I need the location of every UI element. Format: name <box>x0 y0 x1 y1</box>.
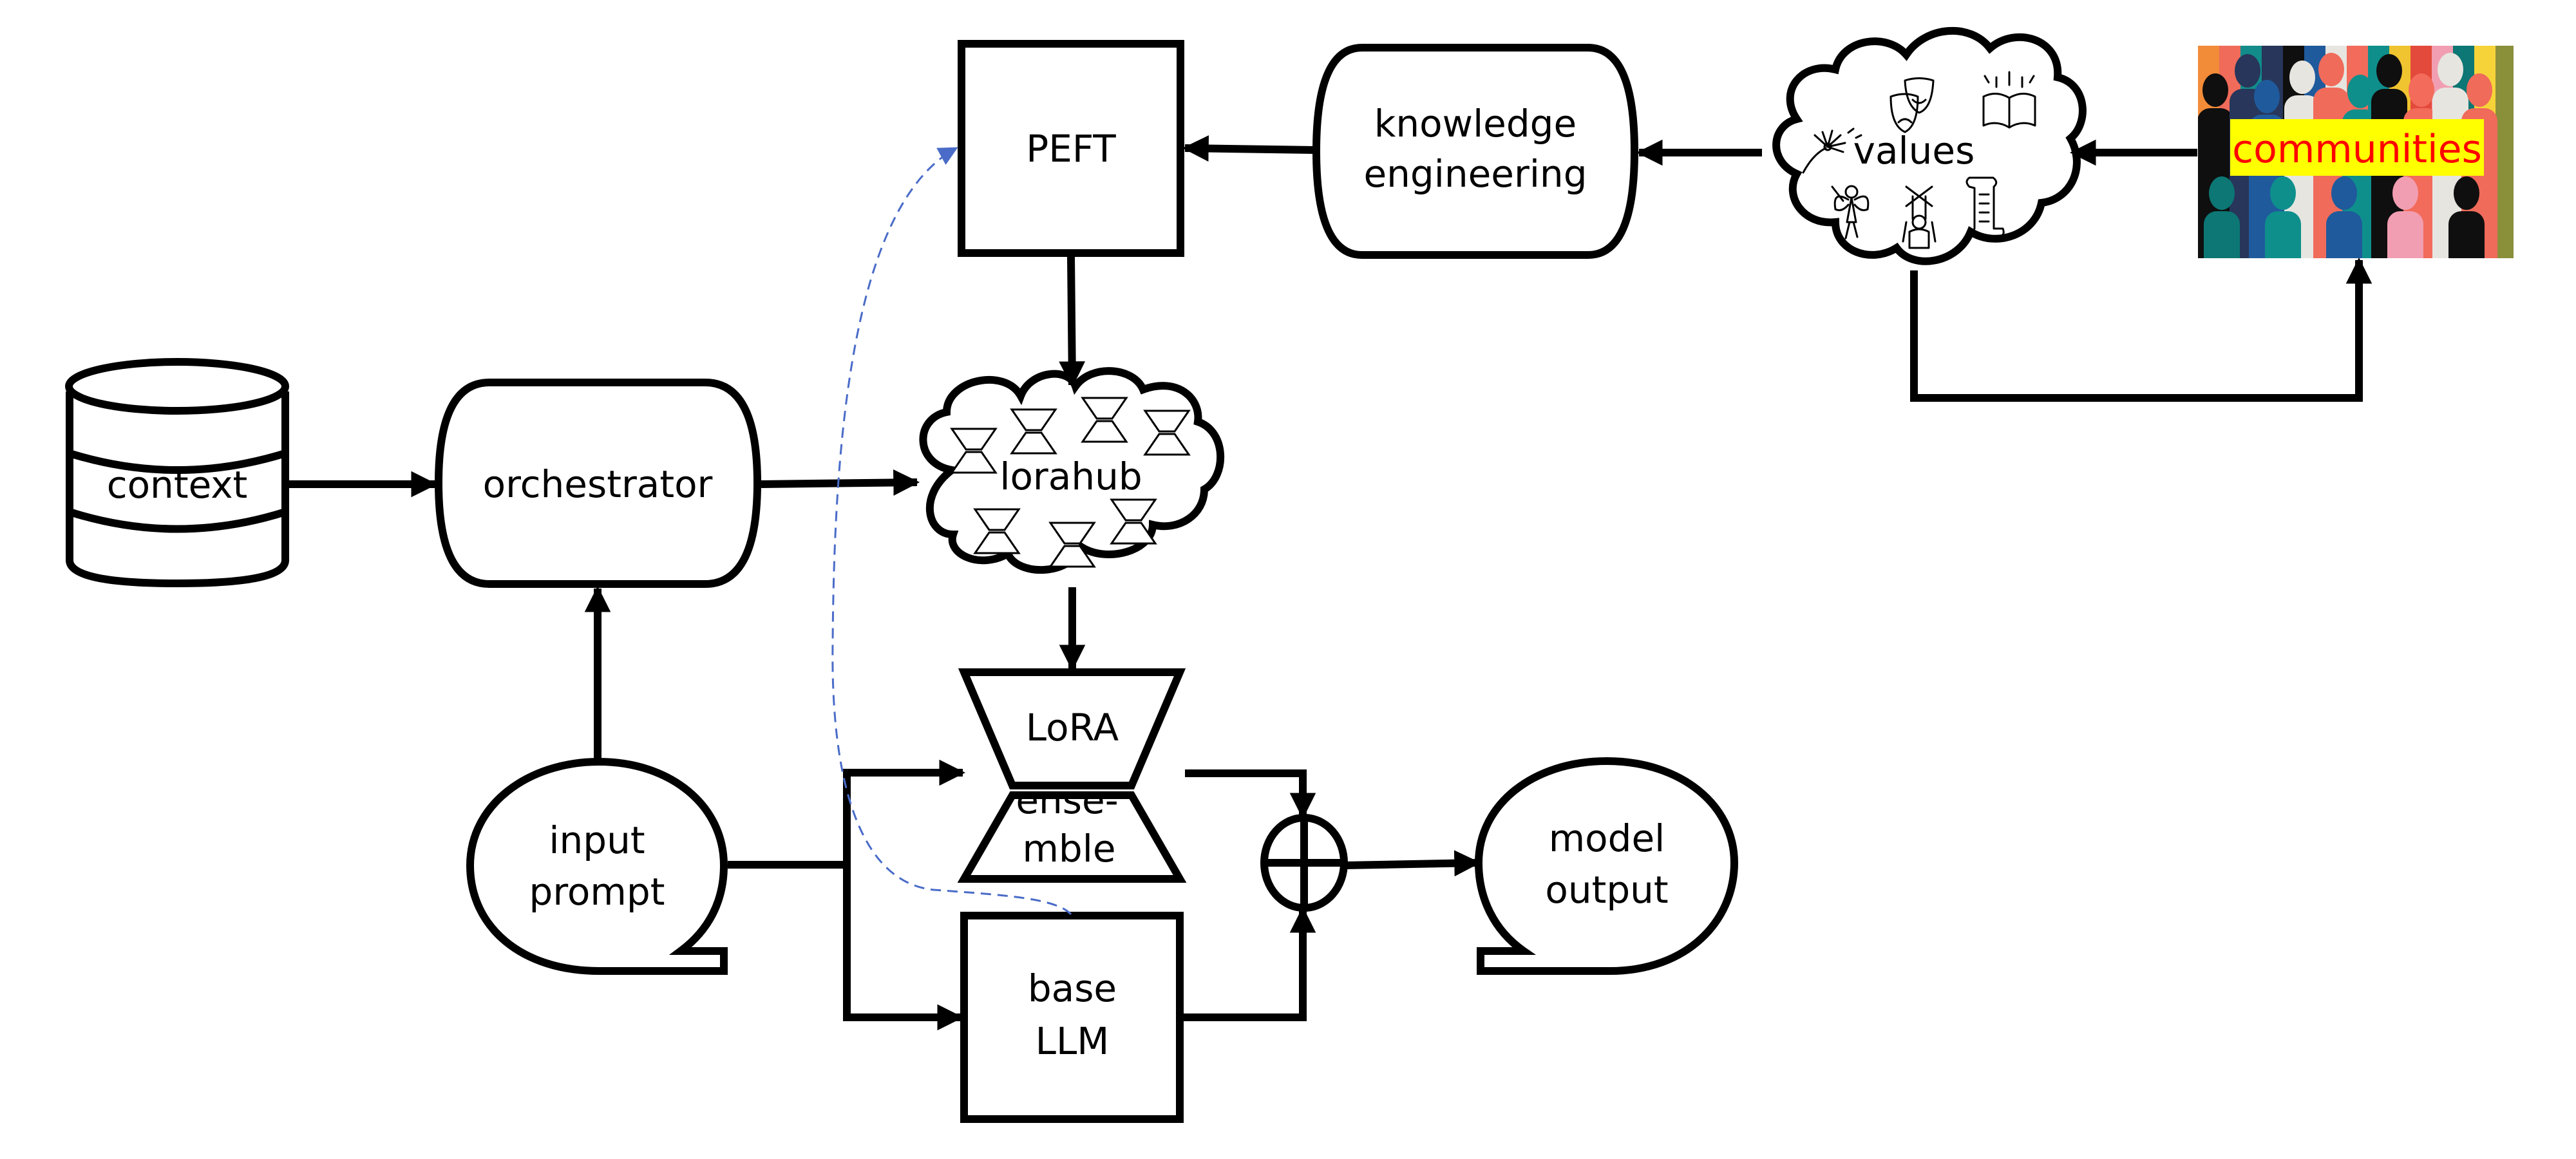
person-head <box>2438 53 2463 86</box>
edge-base-llm-to-peft-dashed[interactable] <box>831 147 1072 916</box>
communities-node[interactable]: communities <box>2197 46 2517 469</box>
edge-base-llm-to-sum[interactable] <box>1184 906 1316 1021</box>
orchestrator-node[interactable]: orchestrator <box>434 379 762 588</box>
person-head <box>2209 176 2235 210</box>
lora-adapter-icon <box>973 508 1021 554</box>
fairy-icon <box>1831 185 1870 240</box>
values-label: values <box>1853 129 1975 173</box>
scroll-icon <box>1965 176 2005 238</box>
peft-label: PEFT <box>1026 127 1116 171</box>
lora-adapter-icon <box>950 428 998 474</box>
edge-input-to-lora[interactable] <box>843 759 966 1017</box>
context-database[interactable]: context <box>65 358 289 588</box>
peft-box <box>958 40 1184 257</box>
person-head <box>2409 73 2434 107</box>
edges <box>289 135 2372 1031</box>
person-head <box>2254 80 2280 113</box>
lora-ensemble-label-line2: ense- <box>1016 778 1118 822</box>
lorahub-label: lorahub <box>999 455 1142 498</box>
lora-top-trapezoid <box>958 668 1186 789</box>
puppet-icon <box>1902 185 1937 249</box>
person-body <box>2448 211 2485 258</box>
communities-label: communities <box>2232 127 2482 172</box>
knowledge-engineering-label-line2: engineering <box>1363 152 1587 196</box>
person-head <box>2347 75 2373 108</box>
model-output-node[interactable]: model output <box>1474 757 1739 975</box>
lora-adapter-icon <box>1143 410 1191 456</box>
model-output-bubble <box>1474 757 1739 975</box>
lora-adapter-icon <box>1081 397 1128 443</box>
person-head <box>2289 61 2315 94</box>
lora-ensemble-label-line1: LoRA <box>1026 706 1119 749</box>
lora-ensemble-label-line3: mble <box>1022 827 1115 871</box>
context-label: context <box>107 463 248 507</box>
lorahub-node[interactable]: lorahub <box>919 367 1225 574</box>
people-stripe <box>2496 46 2514 258</box>
values-node[interactable]: values <box>1772 26 2087 265</box>
context-cylinder-band-2 <box>68 508 287 533</box>
context-cylinder-body <box>66 391 289 588</box>
lora-ensemble-node[interactable]: LoRA ense- mble <box>957 668 1187 883</box>
base-llm-box <box>960 912 1184 1123</box>
person-head <box>2331 176 2357 210</box>
base-llm-label-line1: base <box>1028 966 1117 1010</box>
edge-sum-to-output[interactable] <box>1344 850 1481 877</box>
edge-knowledge-to-peft[interactable] <box>1182 135 1314 162</box>
input-prompt-label-line2: prompt <box>529 870 665 914</box>
person-head <box>2235 54 2260 88</box>
theater-masks-icon <box>1889 77 1935 133</box>
knowledge-engineering-shape <box>1312 44 1639 259</box>
edge-values-to-communities[interactable] <box>1910 257 2372 402</box>
peft-node[interactable]: PEFT <box>958 40 1184 257</box>
model-output-label-line2: output <box>1545 868 1668 912</box>
knowledge-engineering-label-line1: knowledge <box>1374 102 1577 146</box>
edge-lora-to-sum[interactable] <box>1185 769 1316 820</box>
person-head <box>2454 176 2479 210</box>
context-cylinder-band-1 <box>68 449 287 474</box>
person-head <box>2392 176 2418 210</box>
base-llm-label-line2: LLM <box>1036 1019 1110 1063</box>
person-head <box>2376 54 2402 88</box>
lora-adapter-icon <box>1010 408 1057 455</box>
communities-people-image <box>2198 46 2514 258</box>
input-prompt-label-line1: input <box>549 818 645 862</box>
input-prompt-node[interactable]: input prompt <box>466 757 728 975</box>
dandelion-icon <box>1802 127 1862 174</box>
base-llm-node[interactable]: base LLM <box>960 912 1184 1123</box>
sum-node[interactable] <box>1260 814 1348 912</box>
open-book-icon <box>1982 71 2036 129</box>
orchestrator-label: orchestrator <box>483 462 713 506</box>
communities-label-bg <box>2230 119 2484 176</box>
person-head <box>2202 73 2228 107</box>
person-body <box>2204 211 2240 258</box>
sum-plus-icon <box>1264 818 1344 908</box>
context-cylinder-top <box>65 358 289 415</box>
edge-peft-to-lorahub[interactable] <box>1059 256 1086 388</box>
lora-adapter-icon <box>1048 522 1096 568</box>
orchestrator-shape <box>434 379 762 588</box>
person-head <box>2467 73 2492 107</box>
knowledge-engineering-node[interactable]: knowledge engineering <box>1312 44 1639 259</box>
person-body <box>2326 211 2362 258</box>
model-output-label-line1: model <box>1549 816 1665 860</box>
person-body <box>2265 211 2301 258</box>
person-body <box>2387 211 2423 258</box>
lora-adapter-icon <box>1110 498 1157 545</box>
input-prompt-bubble <box>466 757 728 975</box>
lora-bottom-trapezoid <box>957 791 1187 883</box>
person-head <box>2318 53 2344 86</box>
edge-input-to-base-llm[interactable] <box>843 863 964 1031</box>
person-head <box>2270 176 2296 210</box>
